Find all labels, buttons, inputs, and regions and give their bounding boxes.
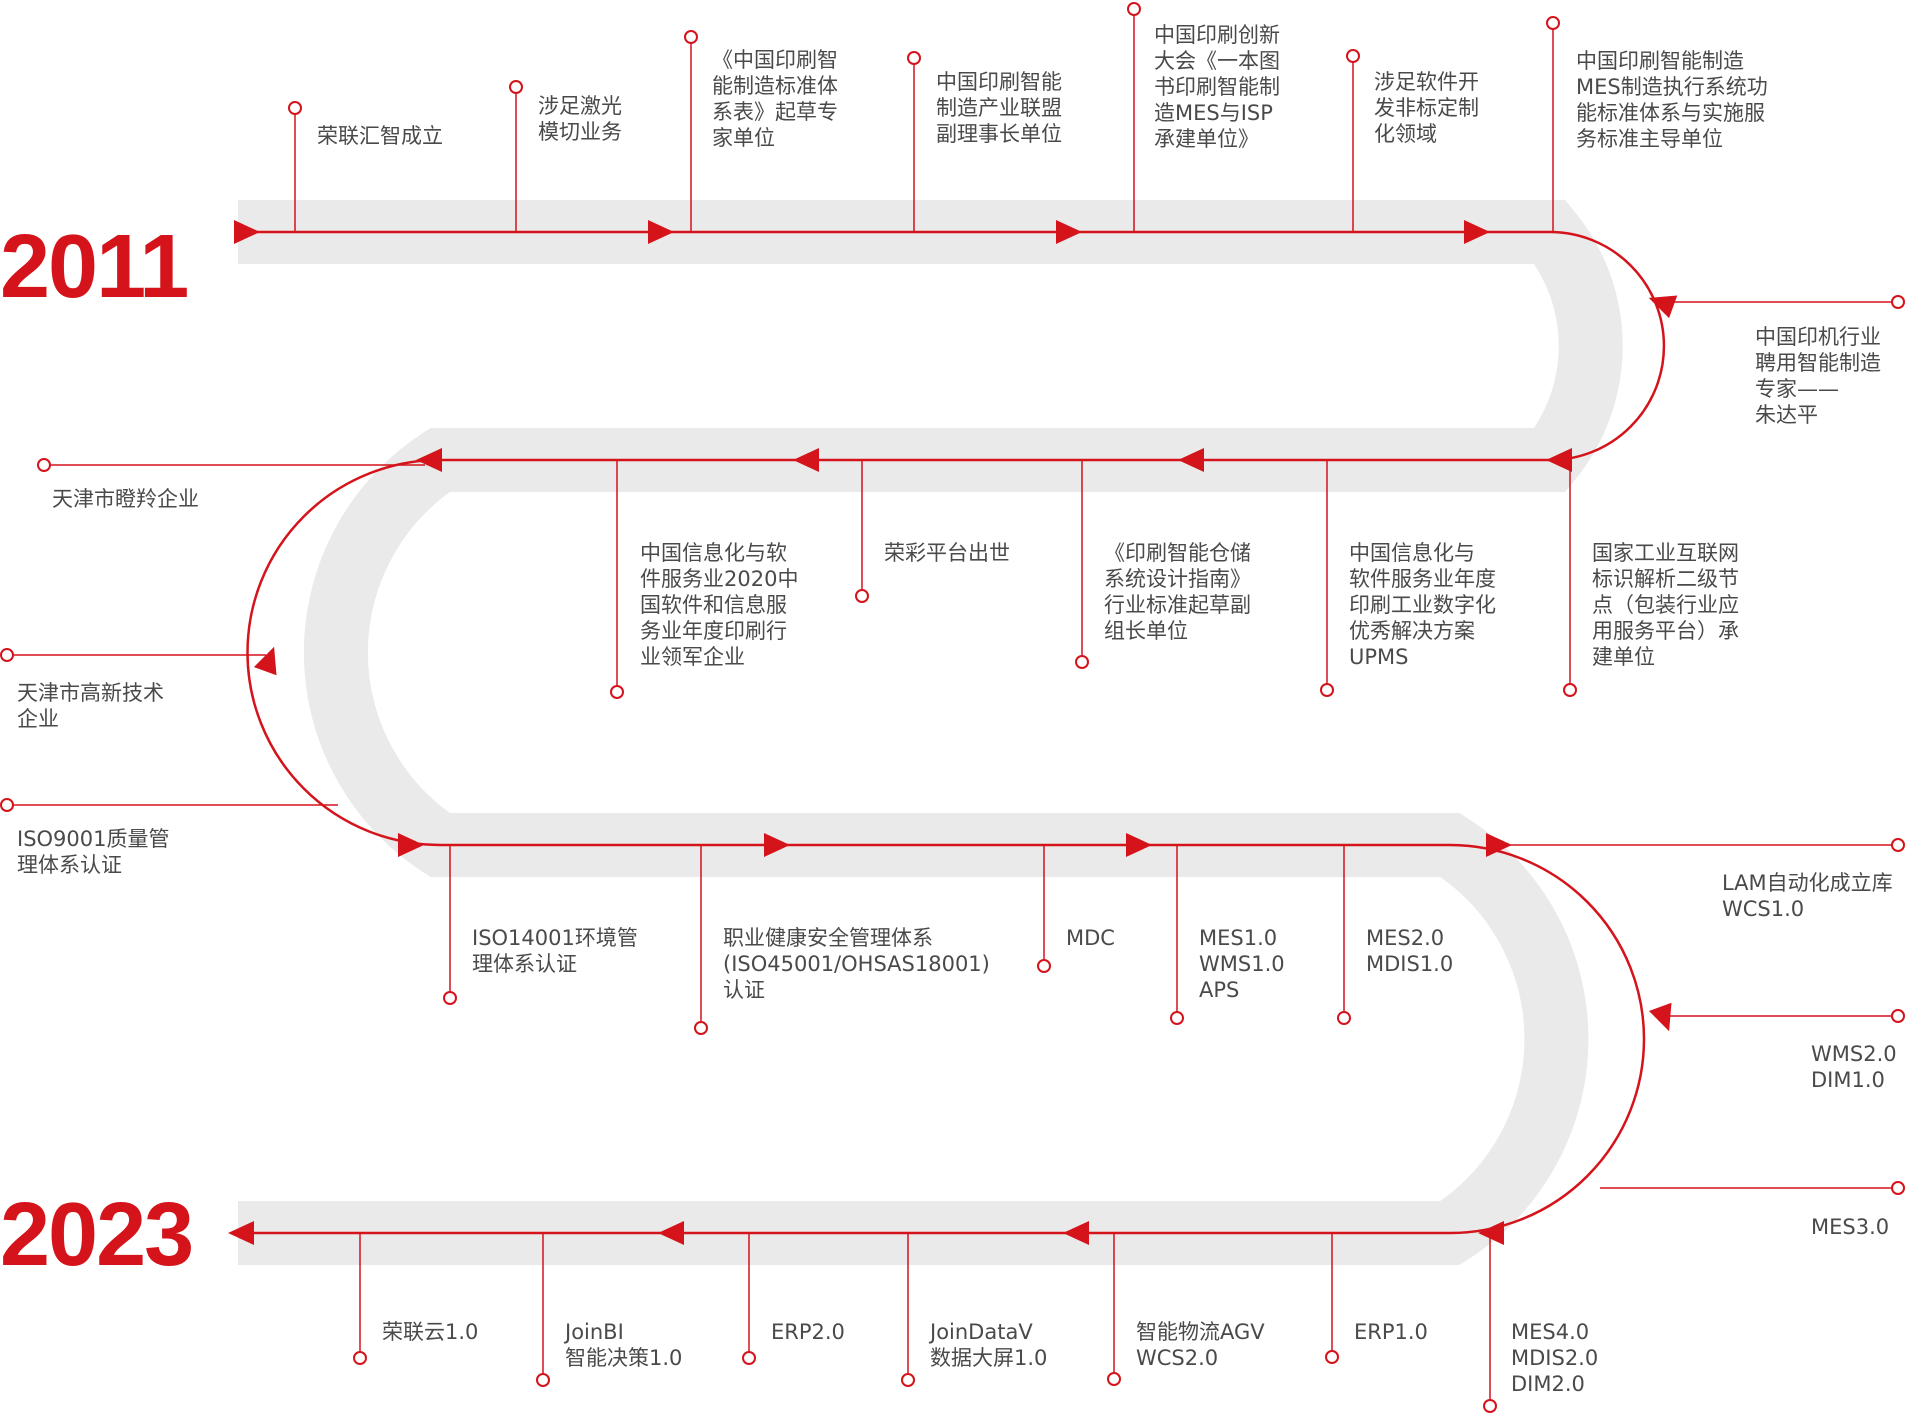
- milestone-label: 中国印机行业聘用智能制造专家——朱达平: [1755, 325, 1881, 427]
- milestone-dot: [288, 101, 302, 115]
- milestone-dot: [1337, 1011, 1351, 1025]
- milestone-label: 《中国印刷智能制造标准体系表》起草专家单位: [712, 48, 838, 150]
- end-year-label: 2023: [0, 1185, 194, 1285]
- milestone-dot: [1891, 1009, 1905, 1023]
- milestone-label: 国家工业互联网标识解析二级节点（包装行业应用服务平台）承建单位: [1592, 541, 1739, 669]
- arrow-marker: [1178, 448, 1204, 472]
- milestone-label: MDC: [1066, 926, 1115, 950]
- arrow-marker: [1648, 1002, 1672, 1032]
- arrow-marker: [1056, 220, 1082, 244]
- milestone-dot: [1891, 295, 1905, 309]
- milestone-dot: [443, 991, 457, 1005]
- milestone-label: 中国印刷智能制造产业联盟副理事长单位: [936, 70, 1062, 146]
- road-band: [238, 200, 1623, 1265]
- arrow-marker: [253, 646, 277, 676]
- milestone-label: 中国信息化与软件服务业2020中国软件和信息服务业年度印刷行业领军企业: [640, 541, 799, 669]
- arrow-marker: [658, 1221, 684, 1245]
- milestone-label: 荣联汇智成立: [317, 124, 443, 148]
- milestone-dot: [353, 1351, 367, 1365]
- milestone-label: MES3.0: [1811, 1215, 1890, 1239]
- track-line: [245, 230, 1666, 1235]
- milestone-dot: [742, 1351, 756, 1365]
- milestone-label: ERP2.0: [771, 1320, 845, 1344]
- arrow-marker: [1486, 833, 1512, 857]
- milestone-dot: [0, 798, 14, 812]
- milestone-dot: [1320, 683, 1334, 697]
- milestone-dot: [37, 458, 51, 472]
- arrow-marker: [1464, 220, 1490, 244]
- milestone-dot: [0, 648, 14, 662]
- arrow-marker: [1648, 295, 1678, 319]
- milestone-dot: [1563, 683, 1577, 697]
- milestone-dot: [536, 1373, 550, 1387]
- milestone-label: 荣联云1.0: [382, 1320, 479, 1344]
- arrow-marker: [234, 220, 260, 244]
- milestone-label: 职业健康安全管理体系(ISO45001/OHSAS18001)认证: [723, 926, 990, 1002]
- milestone-dot: [1037, 959, 1051, 973]
- milestone-dot: [1891, 1181, 1905, 1195]
- arrow-marker: [416, 448, 442, 472]
- milestone-label: ISO9001质量管理体系认证: [17, 827, 170, 877]
- arrow-marker: [1546, 448, 1572, 472]
- milestone-dot: [610, 685, 624, 699]
- arrow-marker: [764, 833, 790, 857]
- milestone-dot: [684, 30, 698, 44]
- milestone-label: 涉足激光模切业务: [538, 94, 622, 144]
- timeline-track: [228, 220, 1678, 1245]
- arrow-marker: [398, 833, 424, 857]
- milestone-label: ISO14001环境管理体系认证: [472, 926, 638, 976]
- milestone-label: 涉足软件开发非标定制化领域: [1374, 70, 1479, 146]
- milestone-dot: [907, 51, 921, 65]
- arrow-marker: [793, 448, 819, 472]
- milestone-label: ERP1.0: [1354, 1320, 1428, 1344]
- milestone-dot: [1127, 2, 1141, 16]
- milestone-label: 《印刷智能仓储系统设计指南》行业标准起草副组长单位: [1104, 541, 1251, 643]
- milestone-dot: [1325, 1350, 1339, 1364]
- milestone-label: 天津市高新技术企业: [17, 681, 164, 731]
- milestone-label: 荣彩平台出世: [884, 541, 1010, 565]
- milestone-dot: [1170, 1011, 1184, 1025]
- milestone-dot: [509, 80, 523, 94]
- milestone-dot: [901, 1373, 915, 1387]
- milestone-dot: [1891, 838, 1905, 852]
- milestone-dot: [1546, 16, 1560, 30]
- arrow-marker: [648, 220, 674, 244]
- start-year-label: 2011: [0, 217, 189, 317]
- arrow-marker: [1126, 833, 1152, 857]
- milestone-dot: [1346, 49, 1360, 63]
- arrow-marker: [1478, 1221, 1504, 1245]
- arrow-marker: [228, 1221, 254, 1245]
- milestone-dot: [855, 589, 869, 603]
- milestone-dot: [1075, 655, 1089, 669]
- milestone-dot: [1483, 1399, 1497, 1413]
- milestone-label: 天津市瞪羚企业: [52, 487, 199, 511]
- milestone-dot: [694, 1021, 708, 1035]
- arrow-marker: [1063, 1221, 1089, 1245]
- milestone-dot: [1107, 1372, 1121, 1386]
